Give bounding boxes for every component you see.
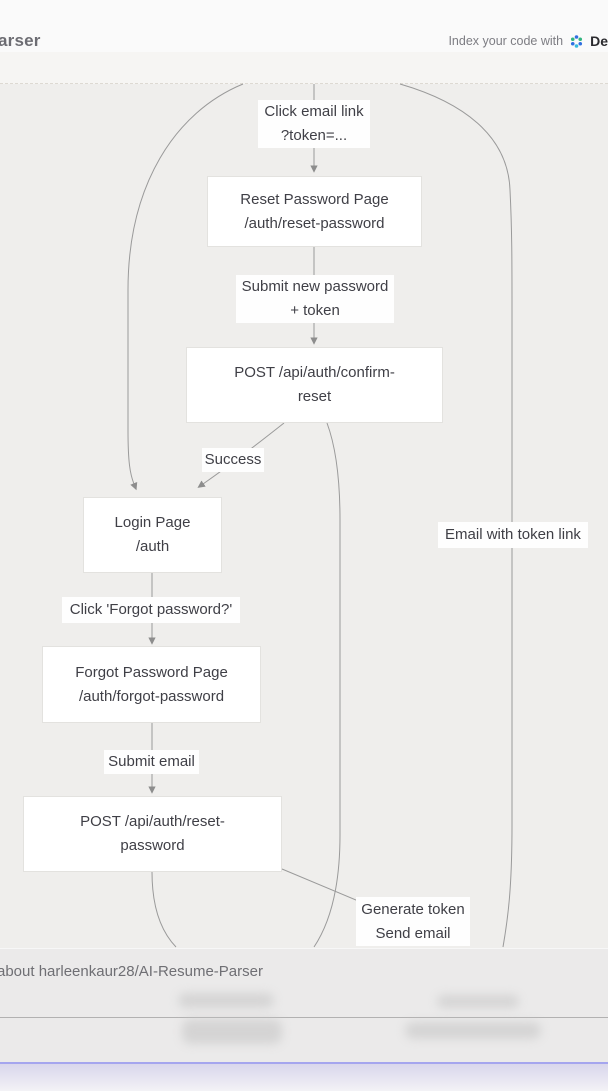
- edge-label-line: Submit email: [108, 753, 195, 770]
- edge-label-email-with-token-link: Email with token link: [438, 522, 588, 548]
- blurred-node-fragment: [182, 1019, 282, 1044]
- node-reset-password-page: Reset Password Page /auth/reset-password: [207, 176, 422, 247]
- edge-label-line: Send email: [375, 924, 451, 942]
- overlay-divider: [0, 1017, 608, 1018]
- edge-label-line: + token: [290, 302, 340, 319]
- ask-input-bar[interactable]: about harleenkaur28/AI-Resume-Parser: [0, 948, 608, 1064]
- ask-input-text[interactable]: about harleenkaur28/AI-Resume-Parser: [0, 963, 263, 980]
- index-label: Index your code with: [448, 34, 564, 48]
- index-your-code-link[interactable]: Index your code with De: [448, 33, 608, 49]
- edge-label-line: ?token=...: [280, 127, 348, 144]
- diagram-cluster-border: [0, 52, 608, 84]
- edge-label-line: Click 'Forgot password?': [69, 601, 233, 618]
- node-login-page: Login Page /auth: [83, 497, 222, 573]
- node-path: /auth: [135, 538, 170, 555]
- node-path: /auth/forgot-password: [78, 687, 225, 705]
- edge-label-click-forgot-password: Click 'Forgot password?': [62, 597, 240, 623]
- edge-label-line: Success: [204, 451, 262, 468]
- node-post-confirm-reset: POST /api/auth/confirm- reset: [186, 347, 443, 423]
- edge-post-bottom-left: [151, 871, 177, 948]
- edge-left-curve-into-login: [127, 83, 244, 491]
- node-title: POST /api/auth/confirm-: [234, 364, 395, 381]
- node-title: Forgot Password Page: [75, 663, 228, 681]
- edge-label-line: Email with token link: [445, 526, 581, 543]
- blurred-node-fragment: [405, 1022, 541, 1039]
- edge-label-click-email-link: Click email link ?token=...: [258, 100, 370, 148]
- node-post-reset-password: POST /api/auth/reset- password: [23, 796, 282, 872]
- devin-logo-icon: [571, 34, 583, 48]
- repo-title: arser: [0, 31, 41, 50]
- edge-label-generate-token: Generate token Send email: [356, 897, 470, 946]
- node-title: Login Page: [114, 514, 191, 531]
- edge-label-submit-new-password: Submit new password + token: [236, 275, 394, 323]
- edge-label-line: Generate token: [361, 900, 465, 918]
- overlay-accent-line: [0, 1062, 608, 1064]
- node-path: password: [120, 837, 185, 854]
- edge-label-success: Success: [202, 448, 264, 472]
- blurred-node-fragment: [437, 995, 519, 1008]
- brand-text: De: [590, 33, 608, 49]
- overlay-accent-glow: [0, 1064, 608, 1091]
- edge-confirm-down: [313, 422, 341, 948]
- edge-label-line: Click email link: [264, 103, 364, 120]
- node-path: reset: [297, 388, 332, 405]
- node-title: Reset Password Page: [240, 190, 389, 208]
- node-path: /auth/reset-password: [244, 214, 385, 232]
- edge-email-token-vertical: [399, 83, 513, 948]
- page-header: arser Index your code with De: [0, 0, 608, 52]
- edge-label-line: Submit new password: [241, 278, 389, 295]
- node-forgot-password-page: Forgot Password Page /auth/forgot-passwo…: [42, 646, 261, 723]
- edge-label-submit-email: Submit email: [104, 750, 199, 774]
- node-title: POST /api/auth/reset-: [80, 813, 225, 830]
- blurred-node-fragment: [178, 993, 274, 1008]
